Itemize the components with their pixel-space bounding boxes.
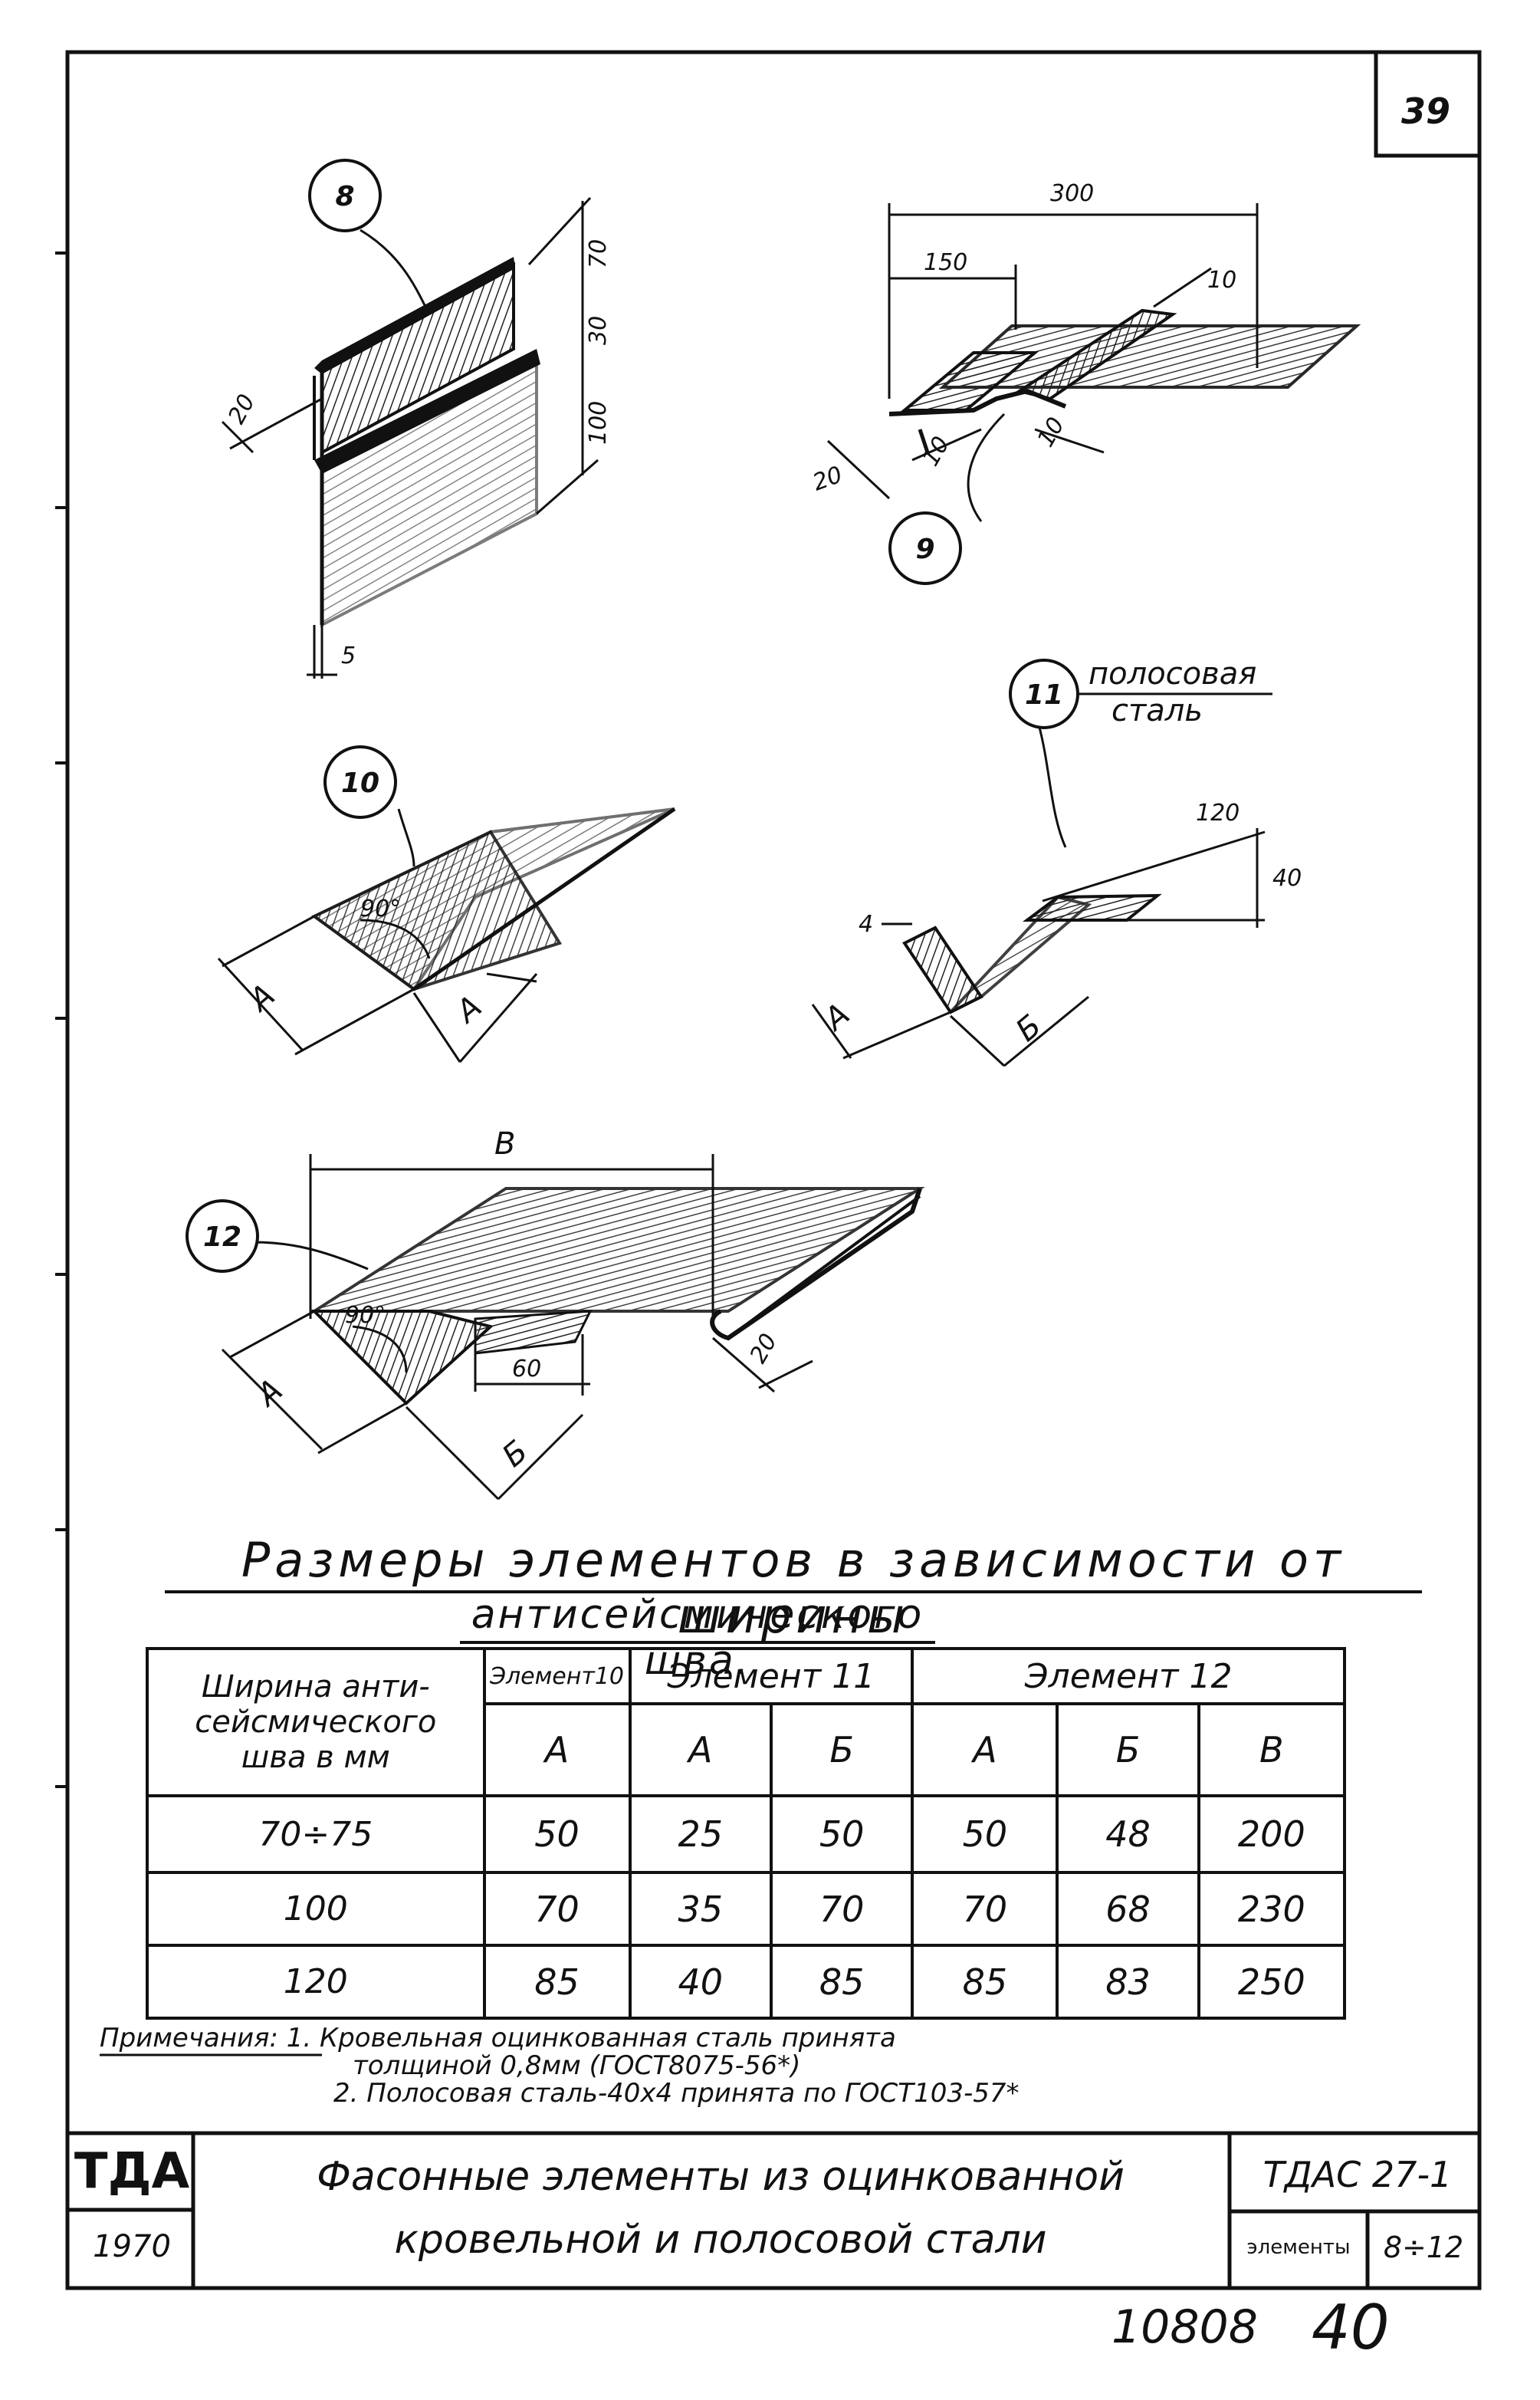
sub-e10-a: A <box>482 1702 632 1797</box>
note-1a: 1. Кровельная оцинкованная сталь принята <box>286 2023 896 2053</box>
dimensions-table: Ширина анти-сейсмического шва в мм Элеме… <box>146 1647 1347 2020</box>
dim-70: 70 <box>585 239 612 268</box>
bubble-12 <box>186 1199 259 1273</box>
title-block-frame <box>67 2131 1479 2288</box>
dim-100: 100 <box>585 401 612 445</box>
title-block-elements-label: элементы <box>1246 2236 1351 2259</box>
cell-e11-a: 25 <box>628 1794 773 1874</box>
dim-120: 120 <box>1196 800 1240 827</box>
cell-e12-b: 83 <box>1056 1944 1200 2020</box>
dim-20: 20 <box>809 462 846 497</box>
title-block-title: Фасонные элементы из оцинкованной кровел… <box>230 2139 1211 2277</box>
dim-10-top: 10 <box>1207 267 1236 294</box>
bubble-12-label: 12 <box>203 1221 241 1253</box>
dim-20: 20 <box>745 1329 783 1368</box>
angle-90: 90° <box>345 1302 386 1329</box>
element-11-drawing: 11 полосовая сталь 120 40 4 A Б <box>811 656 1302 1067</box>
row-width: 120 <box>146 1944 486 2020</box>
bubble-10-label: 10 <box>341 768 379 799</box>
cell-e12-b: 68 <box>1056 1871 1200 1947</box>
sub-e12-a: A <box>911 1702 1059 1797</box>
bubble-9 <box>888 511 962 585</box>
header-element-11: Элемент 11 <box>628 1647 914 1705</box>
dim-20: 20 <box>223 390 261 429</box>
note-1-line-2: толщиной 0,8мм (ГОСТ8075-56*) <box>353 2050 801 2081</box>
sub-e11-b: Б <box>769 1702 914 1797</box>
bubble-10 <box>323 745 397 819</box>
cell-e12-v: 230 <box>1197 1871 1347 1947</box>
footer-archive-number: 10808 <box>1111 2300 1258 2354</box>
dim-150: 150 <box>924 249 967 276</box>
dim-a-right: A <box>448 989 489 1031</box>
bubble-11-label: 11 <box>1025 679 1063 711</box>
cell-e10-a: 50 <box>482 1794 632 1874</box>
dim-40: 40 <box>1272 865 1302 892</box>
title-line-2: кровельной и полосовой стали <box>394 2217 1047 2263</box>
bubble-9-label: 9 <box>915 534 934 565</box>
table-header-row: Ширина анти-сейсмического шва в мм Элеме… <box>146 1647 1346 1797</box>
cell-e12-v: 200 <box>1197 1794 1347 1874</box>
cell-e11-b: 85 <box>769 1944 914 2020</box>
table-subheader-row: A A Б A Б В <box>147 1702 1347 1797</box>
dim-300: 300 <box>1050 180 1094 207</box>
material-label-line2: сталь <box>1111 693 1203 728</box>
table-row: 120 85 40 85 85 83 250 <box>146 1944 1347 2020</box>
angle-90: 90° <box>360 896 401 922</box>
element-9-drawing: 9 300 150 10 10 10 20 <box>809 180 1361 585</box>
notes: Примечания: 1. Кровельная оцинкованная с… <box>100 2024 1403 2107</box>
row-width: 100 <box>146 1871 486 1947</box>
title-line-1: Фасонные элементы из оцинкованной <box>317 2154 1125 2200</box>
element-8-drawing: 8 20 70 30 100 5 <box>221 159 612 679</box>
bubble-8 <box>308 159 382 232</box>
dim-a-left: A <box>241 978 282 1020</box>
table-heading-line-1: Размеры элементов в зависимости от ширин… <box>241 1532 1346 1644</box>
header-element-10: Элемент10 <box>482 1647 632 1705</box>
dim-5: 5 <box>341 643 356 669</box>
cell-e12-v: 250 <box>1197 1944 1347 2020</box>
cell-e10-a: 70 <box>482 1871 632 1947</box>
cell-e11-b: 70 <box>769 1871 914 1947</box>
row-width: 70÷75 <box>146 1794 486 1874</box>
cell-e12-a: 70 <box>911 1871 1059 1947</box>
cell-e12-b: 48 <box>1056 1794 1200 1874</box>
element-10-drawing: 90° 10 A A <box>217 745 676 1063</box>
sheet-frame <box>65 50 1482 2290</box>
cell-e11-a: 35 <box>628 1871 773 1947</box>
dim-4: 4 <box>859 911 873 938</box>
dim-v: В <box>494 1126 515 1162</box>
title-block-year: 1970 <box>93 2229 171 2264</box>
dim-10-right: 10 <box>1033 413 1070 452</box>
sub-e11-a: A <box>628 1702 773 1797</box>
dim-a: A <box>249 1373 290 1415</box>
header-seam-width: Ширина анти-сейсмического шва в мм <box>146 1647 486 1797</box>
dim-30: 30 <box>585 316 612 345</box>
bubble-8-label: 8 <box>335 181 354 212</box>
cell-e12-a: 50 <box>911 1794 1059 1874</box>
dim-b: Б <box>1010 1008 1049 1049</box>
note-1-line-1: Примечания: 1. Кровельная оцинкованная с… <box>100 2024 1403 2052</box>
title-block-elements-range: 8÷12 <box>1383 2231 1464 2264</box>
table-row: 70÷75 50 25 50 50 48 200 <box>146 1794 1347 1874</box>
dim-60: 60 <box>512 1356 541 1382</box>
table-row: 100 70 35 70 70 68 230 <box>146 1871 1347 1947</box>
note-2: 2. Полосовая сталь-40х4 принята по ГОСТ1… <box>333 2078 1020 2109</box>
cell-e11-a: 40 <box>628 1944 773 2020</box>
footer-numbers: 10808 40 <box>1111 2285 1464 2369</box>
margin-ticks <box>55 252 67 1788</box>
sub-e12-b: Б <box>1056 1702 1200 1797</box>
sub-e12-v: В <box>1197 1702 1347 1797</box>
header-element-12: Элемент 12 <box>911 1647 1346 1705</box>
cell-e12-a: 85 <box>911 1944 1059 2020</box>
title-block-org: ТДА <box>74 2143 190 2200</box>
element-12-drawing: 90° 12 В 60 20 A Б <box>186 1126 925 1501</box>
title-block-code: ТДАС 27-1 <box>1263 2154 1453 2195</box>
footer-page-number: 40 <box>1311 2291 1390 2363</box>
page-number: 39 <box>1400 90 1450 132</box>
cell-e10-a: 85 <box>482 1944 632 2020</box>
material-label-line1: полосовая <box>1089 656 1256 692</box>
cell-e11-b: 50 <box>769 1794 914 1874</box>
notes-label: Примечания: <box>100 2023 278 2053</box>
page-number-box <box>1374 50 1482 158</box>
